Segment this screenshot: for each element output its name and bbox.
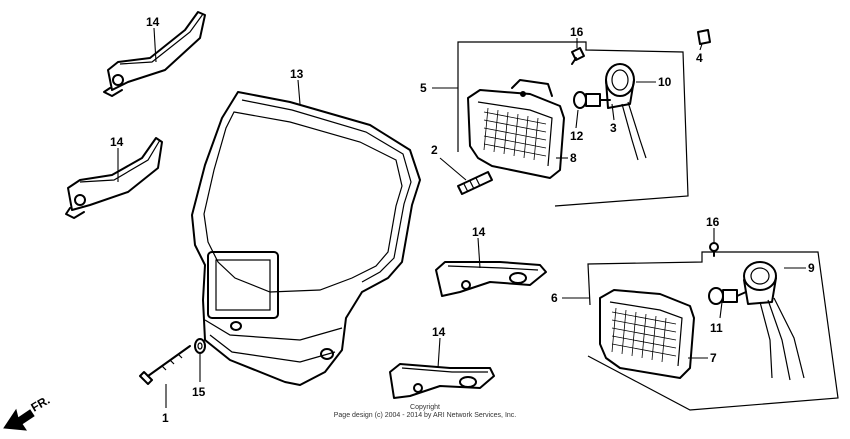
lower-bulb bbox=[708, 287, 747, 305]
collar-15 bbox=[194, 338, 206, 354]
leader-lines bbox=[117, 27, 806, 408]
callout-14-lower-2: 14 bbox=[432, 325, 446, 339]
copyright-line-2: Page design (c) 2004 - 2014 by ARI Netwo… bbox=[333, 412, 517, 419]
callout-10: 10 bbox=[658, 75, 672, 89]
stay-bracket-lower-1 bbox=[435, 261, 547, 297]
callout-14-lower-1: 14 bbox=[472, 225, 486, 239]
callout-2: 2 bbox=[431, 143, 438, 157]
callout-11: 11 bbox=[710, 321, 723, 335]
stay-bracket-upper bbox=[103, 11, 206, 97]
copyright-line-1: Copyright bbox=[410, 404, 440, 411]
clip-4 bbox=[697, 29, 711, 45]
headlight-cover bbox=[191, 91, 421, 386]
callout-14-middle: 14 bbox=[110, 135, 124, 149]
lower-headlight-lens-grill bbox=[611, 307, 677, 363]
callout-14-upper: 14 bbox=[146, 15, 160, 29]
stay-bracket-middle bbox=[65, 137, 163, 219]
callout-16-upper: 16 bbox=[570, 25, 584, 39]
long-bolt bbox=[139, 345, 191, 385]
callout-4: 4 bbox=[696, 51, 703, 65]
callout-6: 6 bbox=[551, 291, 558, 305]
callout-12: 12 bbox=[570, 129, 584, 143]
callout-7: 7 bbox=[710, 351, 717, 365]
callout-8: 8 bbox=[570, 151, 577, 165]
lower-headlight-assembly bbox=[587, 242, 839, 411]
copyright-notice: Copyright Page design (c) 2004 - 2014 by… bbox=[0, 404, 850, 420]
callout-labels: 1 2 3 4 5 6 7 8 9 10 11 12 13 14 14 14 1… bbox=[110, 15, 815, 425]
lower-socket bbox=[743, 261, 805, 381]
callout-9: 9 bbox=[808, 261, 815, 275]
adjuster-bolt bbox=[457, 171, 493, 195]
upper-screw bbox=[571, 47, 585, 65]
callout-3: 3 bbox=[610, 121, 617, 135]
callout-1: 1 bbox=[162, 411, 169, 425]
callout-16-lower: 16 bbox=[706, 215, 720, 229]
callout-5: 5 bbox=[420, 81, 427, 95]
upper-headlight-lens-grill bbox=[483, 107, 547, 161]
upper-bulb bbox=[573, 91, 611, 109]
callout-13: 13 bbox=[290, 67, 304, 81]
upper-headlight-assembly bbox=[457, 41, 689, 207]
stay-bracket-lower-2 bbox=[389, 363, 495, 399]
lower-screw bbox=[709, 242, 719, 257]
callout-15: 15 bbox=[192, 385, 206, 399]
upper-socket bbox=[605, 63, 647, 161]
